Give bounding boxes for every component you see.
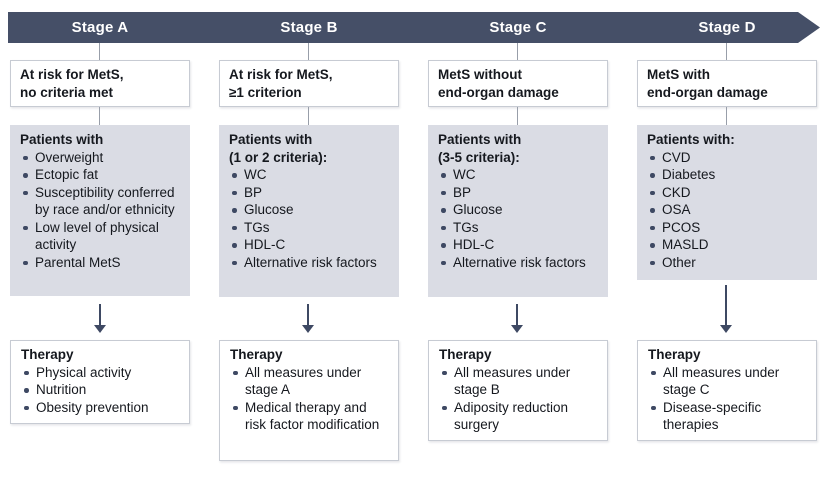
list-item: PCOS [647, 219, 809, 237]
list-item: Alternative risk factors [229, 254, 391, 272]
list-item: All measures under stage C [648, 364, 807, 399]
therapy-list: All measures under stage A Medical thera… [230, 364, 389, 434]
connector-line [308, 107, 309, 125]
therapy-box-stage-c: Therapy All measures under stage B Adipo… [428, 340, 608, 441]
list-item: Diabetes [647, 166, 809, 184]
list-item: BP [229, 184, 391, 202]
patients-list: CVD Diabetes CKD OSA PCOS MASLD Other [647, 149, 809, 272]
down-arrow-icon [720, 285, 732, 333]
therapy-list: Physical activity Nutrition Obesity prev… [21, 364, 180, 417]
connector-line [726, 107, 727, 125]
list-item: WC [229, 166, 391, 184]
patients-box-stage-b: Patients with (1 or 2 criteria): WC BP G… [219, 125, 399, 297]
list-item: Nutrition [21, 381, 180, 399]
therapy-list: All measures under stage B Adiposity red… [439, 364, 598, 434]
list-item: Low level of physical activity [20, 219, 182, 254]
list-item: MASLD [647, 236, 809, 254]
list-item: BP [438, 184, 600, 202]
stage-label-b: Stage B [280, 19, 338, 36]
patients-header: Patients with: [647, 132, 735, 147]
list-item: Glucose [229, 201, 391, 219]
list-item: TGs [229, 219, 391, 237]
therapy-header: Therapy [648, 347, 701, 362]
therapy-box-stage-a: Therapy Physical activity Nutrition Obes… [10, 340, 190, 424]
patients-header: Patients with [20, 132, 104, 147]
list-item: All measures under stage A [230, 364, 389, 399]
list-item: Physical activity [21, 364, 180, 382]
list-item: OSA [647, 201, 809, 219]
patients-list: WC BP Glucose TGs HDL-C Alternative risk… [229, 166, 391, 271]
list-item: Parental MetS [20, 254, 182, 272]
stage-label-c: Stage C [489, 19, 547, 36]
list-item: Obesity prevention [21, 399, 180, 417]
connector-line [517, 43, 518, 60]
connector-line [99, 43, 100, 60]
list-item: Alternative risk factors [438, 254, 600, 272]
list-item: All measures under stage B [439, 364, 598, 399]
list-item: WC [438, 166, 600, 184]
patients-header: Patients with (3-5 criteria): [438, 132, 522, 165]
patients-header: Patients with (1 or 2 criteria): [229, 132, 328, 165]
criteria-box-stage-b: At risk for MetS, ≥1 criterion [219, 60, 399, 107]
therapy-header: Therapy [439, 347, 492, 362]
down-arrow-icon [94, 304, 106, 333]
therapy-header: Therapy [230, 347, 283, 362]
list-item: Medical therapy and risk factor modifica… [230, 399, 389, 434]
criteria-box-stage-a: At risk for MetS, no criteria met [10, 60, 190, 107]
patients-box-stage-c: Patients with (3-5 criteria): WC BP Gluc… [428, 125, 608, 297]
stage-label-a: Stage A [71, 19, 129, 36]
criteria-box-stage-d: MetS with end-organ damage [637, 60, 817, 107]
list-item: CKD [647, 184, 809, 202]
connector-line [517, 107, 518, 125]
therapy-box-stage-d: Therapy All measures under stage C Disea… [637, 340, 817, 441]
list-item: TGs [438, 219, 600, 237]
connector-line [99, 107, 100, 125]
therapy-list: All measures under stage C Disease-speci… [648, 364, 807, 434]
therapy-header: Therapy [21, 347, 74, 362]
list-item: HDL-C [438, 236, 600, 254]
stage-label-d: Stage D [698, 19, 756, 36]
criteria-box-stage-c: MetS without end-organ damage [428, 60, 608, 107]
therapy-box-stage-b: Therapy All measures under stage A Medic… [219, 340, 399, 461]
connector-line [726, 43, 727, 60]
list-item: Disease-specific therapies [648, 399, 807, 434]
down-arrow-icon [511, 304, 523, 333]
list-item: HDL-C [229, 236, 391, 254]
list-item: Overweight [20, 149, 182, 167]
stages-arrow-banner: Stage A Stage B Stage C Stage D [8, 12, 820, 43]
connector-line [308, 43, 309, 60]
patients-list: WC BP Glucose TGs HDL-C Alternative risk… [438, 166, 600, 271]
list-item: Other [647, 254, 809, 272]
down-arrow-icon [302, 304, 314, 333]
list-item: Ectopic fat [20, 166, 182, 184]
patients-list: Overweight Ectopic fat Susceptibility co… [20, 149, 182, 272]
list-item: Adiposity reduction surgery [439, 399, 598, 434]
list-item: Glucose [438, 201, 600, 219]
list-item: CVD [647, 149, 809, 167]
list-item: Susceptibility conferred by race and/or … [20, 184, 182, 219]
patients-box-stage-d: Patients with: CVD Diabetes CKD OSA PCOS… [637, 125, 817, 280]
patients-box-stage-a: Patients with Overweight Ectopic fat Sus… [10, 125, 190, 296]
